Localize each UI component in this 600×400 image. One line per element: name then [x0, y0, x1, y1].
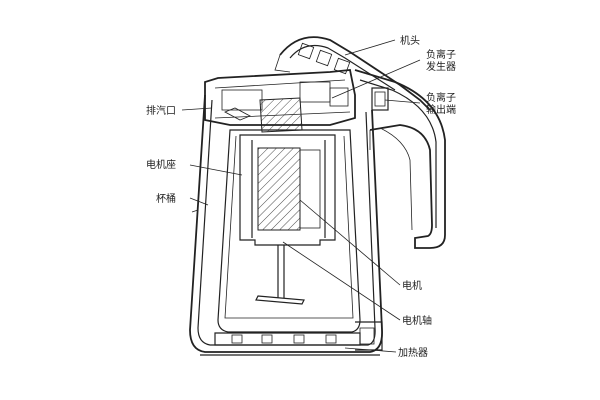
motor-assembly	[239, 134, 336, 246]
leader-motor-shaft	[282, 241, 401, 321]
label-head: 机头	[400, 34, 420, 47]
leader-cup	[189, 197, 209, 206]
labels: 机头 负离子 发生器 负离子 输出端 排汽口 电机座 杯桶 电机 电机轴 加热器	[146, 34, 456, 359]
leader-motor-seat	[189, 164, 243, 176]
heater-base	[200, 321, 383, 356]
leader-head	[344, 39, 396, 56]
label-exhaust: 排汽口	[146, 104, 176, 117]
lid-arch	[274, 36, 431, 111]
label-heater: 加热器	[398, 346, 428, 359]
leader-anion-gen	[331, 59, 421, 99]
leader-motor	[299, 199, 401, 286]
leader-heater	[344, 347, 397, 353]
label-anion-out-1: 负离子	[426, 91, 456, 104]
handle	[354, 69, 446, 249]
anion-generator	[371, 87, 389, 111]
leader-exhaust	[181, 107, 213, 111]
motor-shaft	[255, 245, 305, 305]
label-motor-shaft: 电机轴	[402, 314, 432, 327]
leader-anion-out	[384, 99, 421, 104]
label-motor-seat: 电机座	[146, 158, 176, 171]
label-anion-gen-2: 发生器	[426, 60, 456, 73]
label-motor: 电机	[402, 279, 422, 292]
label-anion-gen-1: 负离子	[426, 48, 456, 61]
label-cup: 杯桶	[156, 192, 176, 205]
machine-head	[204, 69, 356, 133]
label-anion-out-2: 输出端	[426, 103, 456, 116]
leader-lines	[181, 39, 421, 353]
